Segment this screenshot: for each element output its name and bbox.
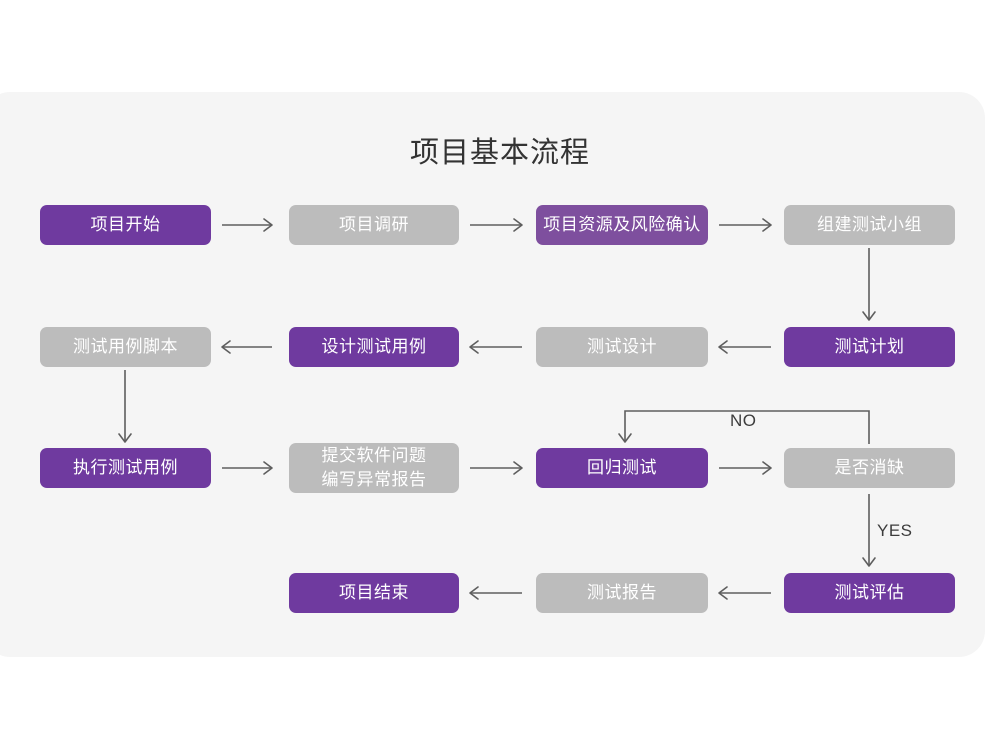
node-label: 项目开始 — [90, 215, 161, 234]
node-label: 回归测试 — [587, 458, 657, 477]
edge-label-no: NO — [730, 411, 757, 430]
node-label: 项目调研 — [339, 215, 409, 234]
node-label: 执行测试用例 — [73, 458, 178, 477]
page-title: 项目基本流程 — [409, 137, 590, 169]
node-test-evaluation[interactable]: 测试评估 — [784, 573, 955, 613]
node-test-design[interactable]: 测试设计 — [536, 327, 708, 367]
flowchart-card — [0, 92, 985, 657]
node-defect-cleared-decision[interactable]: 是否消缺 — [784, 448, 955, 488]
node-label: 设计测试用例 — [321, 337, 427, 356]
node-test-case-script[interactable]: 测试用例脚本 — [40, 327, 211, 367]
node-test-plan[interactable]: 测试计划 — [784, 327, 955, 367]
node-design-test-cases[interactable]: 设计测试用例 — [289, 327, 459, 367]
node-execute-test-cases[interactable]: 执行测试用例 — [40, 448, 211, 488]
node-regression-test[interactable]: 回归测试 — [536, 448, 708, 488]
node-project-research[interactable]: 项目调研 — [289, 205, 459, 245]
node-label: 是否消缺 — [834, 458, 905, 477]
node-label: 测试设计 — [587, 337, 657, 356]
node-test-report[interactable]: 测试报告 — [536, 573, 708, 613]
node-project-end[interactable]: 项目结束 — [289, 573, 459, 613]
node-submit-issue-write-report[interactable]: 提交软件问题 编写异常报告 — [289, 443, 459, 493]
node-project-start[interactable]: 项目开始 — [40, 205, 211, 245]
edge-label-yes: YES — [877, 521, 913, 540]
node-label: 测试报告 — [587, 583, 657, 602]
node-label: 项目结束 — [339, 583, 409, 602]
node-label: 测试计划 — [834, 337, 905, 356]
node-label: 测试评估 — [834, 583, 905, 602]
node-build-test-team[interactable]: 组建测试小组 — [784, 205, 955, 245]
node-resource-risk-confirm[interactable]: 项目资源及风险确认 — [536, 205, 708, 245]
node-label: 提交软件问题 编写异常报告 — [321, 446, 427, 489]
node-label: 组建测试小组 — [817, 215, 922, 234]
node-label: 项目资源及风险确认 — [543, 215, 701, 234]
node-label: 测试用例脚本 — [73, 337, 178, 356]
